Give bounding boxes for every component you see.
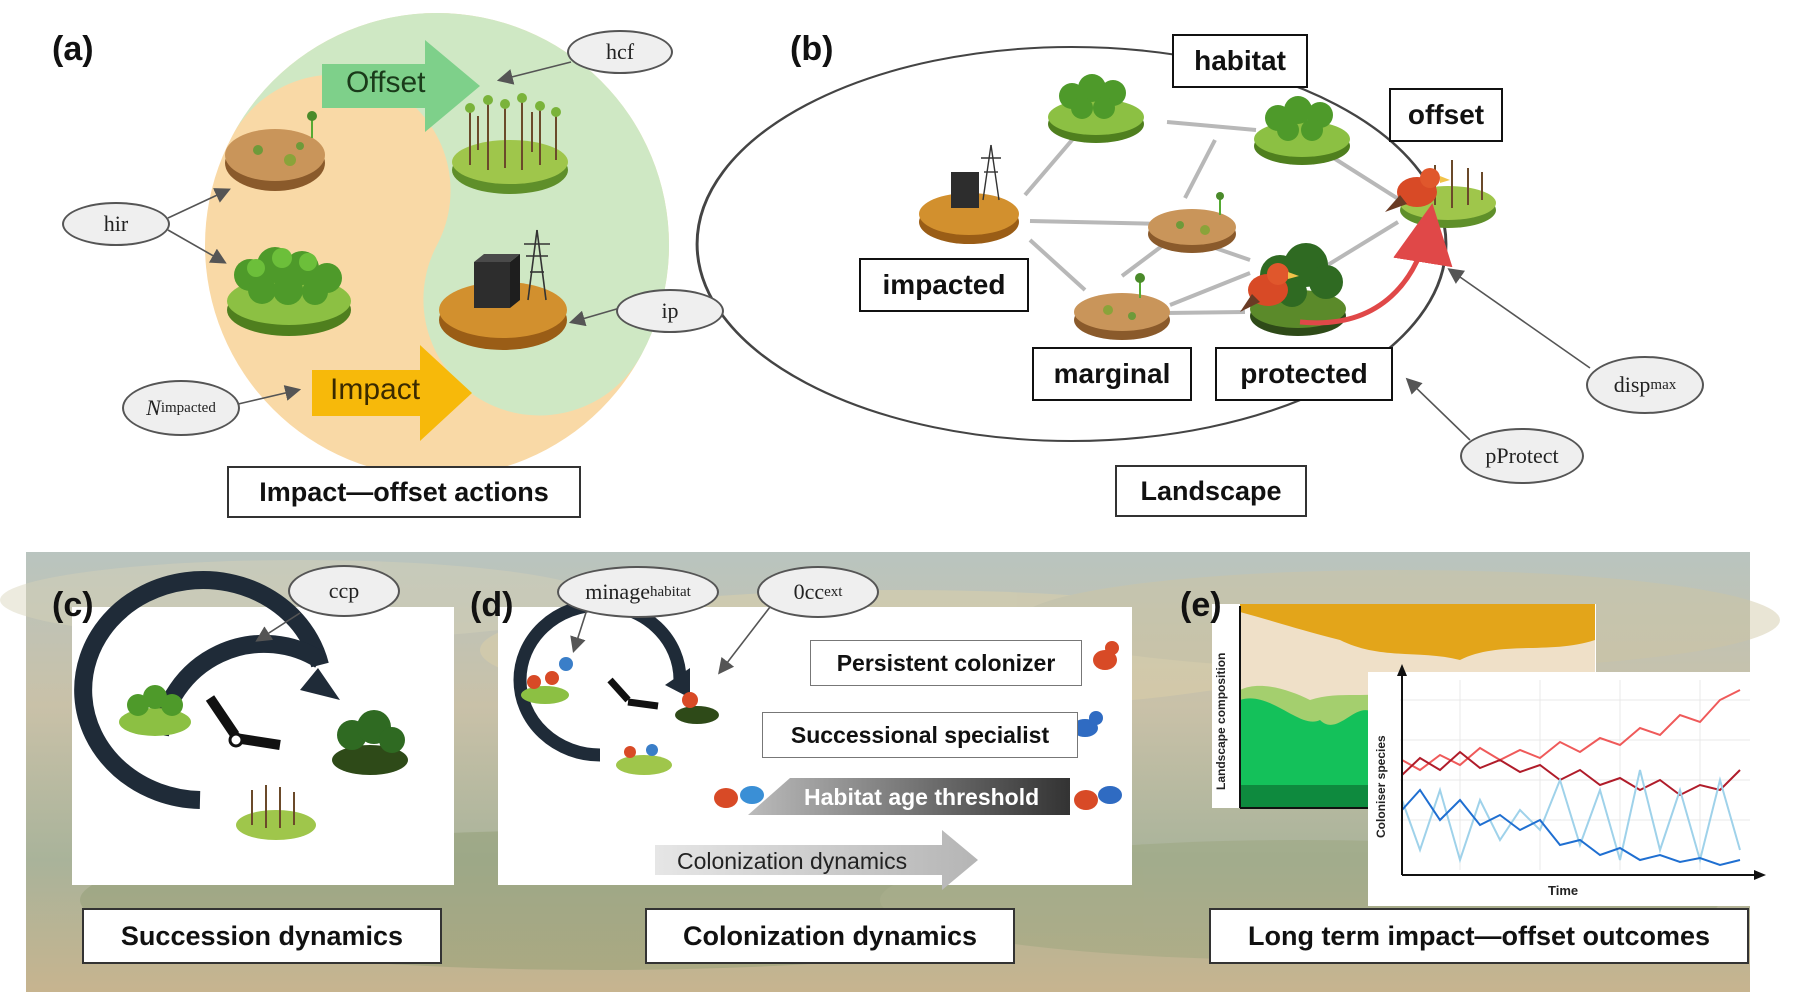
- panel-a-caption: Impact—offset actions: [227, 466, 581, 518]
- panel-e-letter: (e): [1180, 586, 1222, 624]
- panel-c-letter: (c): [52, 586, 94, 624]
- param-n-impacted-sub: impacted: [160, 399, 216, 416]
- successional-specialist-box: Successional specialist: [762, 712, 1078, 758]
- param-disp-main: disp: [1613, 372, 1651, 397]
- offset-arrow-label: Offset: [346, 66, 426, 99]
- panel-a-letter: (a): [52, 30, 94, 68]
- node-protected: protected: [1215, 347, 1393, 401]
- param-minage-main: minage: [585, 579, 650, 604]
- persistent-colonizer-box: Persistent colonizer: [810, 640, 1082, 686]
- coloniser-species-axis-label: Coloniser species: [1374, 735, 1388, 838]
- panel-c-caption: Succession dynamics: [82, 908, 442, 964]
- panel-c-graphic: [74, 571, 408, 840]
- param-occ-main: 0cc: [793, 579, 825, 604]
- dispersal-arrow: [1299, 203, 1453, 326]
- panel-e-caption: Long term impact—offset outcomes: [1209, 908, 1749, 964]
- colonization-arrow-label: Colonization dynamics: [677, 848, 908, 874]
- param-ccp: ccp: [288, 565, 400, 617]
- param-hcf: hcf: [567, 30, 673, 74]
- param-occ-sub: ext: [824, 583, 843, 600]
- time-axis-label: Time: [1548, 883, 1579, 898]
- habitat-age-threshold-label: Habitat age threshold: [804, 784, 1040, 810]
- node-habitat: habitat: [1172, 34, 1308, 88]
- offset-arrow-shape: [322, 40, 480, 132]
- node-offset: offset: [1389, 88, 1503, 142]
- param-hir: hir: [62, 202, 170, 246]
- node-impacted: impacted: [859, 258, 1029, 312]
- param-n-impacted-main: N: [146, 395, 161, 420]
- bird-icon: [1240, 263, 1299, 312]
- panel-e-graphic: [1212, 604, 1766, 906]
- param-ip: ip: [616, 289, 724, 333]
- param-minage-sub: habitat: [649, 583, 691, 600]
- panel-d-caption: Colonization dynamics: [645, 908, 1015, 964]
- param-disp-sub: max: [1650, 376, 1677, 393]
- landscape-composition-axis-label: Landscape composition: [1214, 652, 1228, 790]
- param-pprotect: pProtect: [1460, 428, 1584, 484]
- panel-a-graphic: [167, 13, 669, 477]
- panel-d-letter: (d): [470, 586, 514, 624]
- panel-b-letter: (b): [790, 30, 834, 68]
- panel-d-graphic: [513, 598, 1122, 890]
- panel-b-graphic: [695, 46, 1591, 442]
- impact-arrow-label: Impact: [330, 373, 421, 406]
- panel-b-caption: Landscape: [1115, 465, 1307, 517]
- impact-arrow-shape: [312, 345, 472, 441]
- node-marginal: marginal: [1032, 347, 1192, 401]
